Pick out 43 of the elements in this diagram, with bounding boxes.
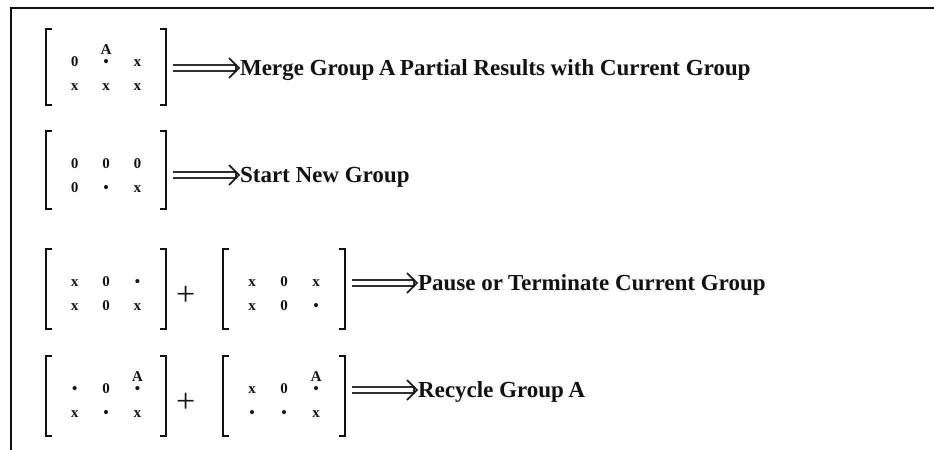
matrix-entry: x — [70, 274, 78, 290]
action-text: Recycle Group A — [418, 377, 585, 403]
matrix-entry: • — [249, 406, 255, 420]
implies-arrow — [351, 379, 418, 401]
matrix-entry: x — [70, 78, 78, 94]
implies-arrow — [172, 57, 240, 79]
matrix-entry: 0 — [102, 298, 110, 314]
matrix-entry: 0 — [102, 382, 110, 396]
matrix-entry: x — [70, 406, 78, 420]
implies-arrow — [351, 272, 418, 294]
matrix-entry: x — [134, 298, 142, 314]
action-text: Start New Group — [240, 162, 410, 188]
matrix-entry: 0 — [70, 54, 78, 70]
matrix-entry: x — [134, 78, 142, 94]
action-text: Pause or Terminate Current Group — [418, 270, 766, 296]
matrix-entry: x — [312, 406, 320, 420]
matrix-entry: • — [103, 406, 109, 420]
matrix-entry: • — [281, 406, 287, 420]
matrix-entry: • — [72, 382, 78, 396]
matrix-entry: 0 — [70, 156, 78, 172]
matrix-entry: x — [248, 382, 256, 396]
matrix-entry: 0 — [280, 298, 288, 314]
matrix-entry: • — [134, 274, 140, 290]
matrix-entry: 0 — [102, 156, 110, 172]
matrix-entry: x — [70, 298, 78, 314]
implies-arrow — [172, 164, 240, 186]
plus-sign: + — [176, 385, 196, 419]
matrix-entry: 0 — [280, 274, 288, 290]
matrix-entry: x — [134, 406, 142, 420]
matrix-entry: x — [134, 54, 142, 70]
matrix-entry: x — [248, 274, 256, 290]
plus-sign: + — [176, 278, 196, 312]
matrix-entry: 0 — [70, 180, 78, 196]
action-text: Merge Group A Partial Results with Current Group — [240, 55, 750, 81]
matrix-entry: x — [312, 274, 320, 290]
matrix-entry: 0 — [134, 156, 142, 172]
matrix-entry: 0 — [280, 382, 288, 396]
matrix-entry: x — [134, 180, 142, 196]
matrix-entry: x — [102, 78, 110, 94]
matrix-entry: • — [103, 180, 109, 196]
matrix-entry: • — [313, 298, 319, 314]
matrix-entry: 0 — [102, 274, 110, 290]
matrix-entry: x — [248, 298, 256, 314]
